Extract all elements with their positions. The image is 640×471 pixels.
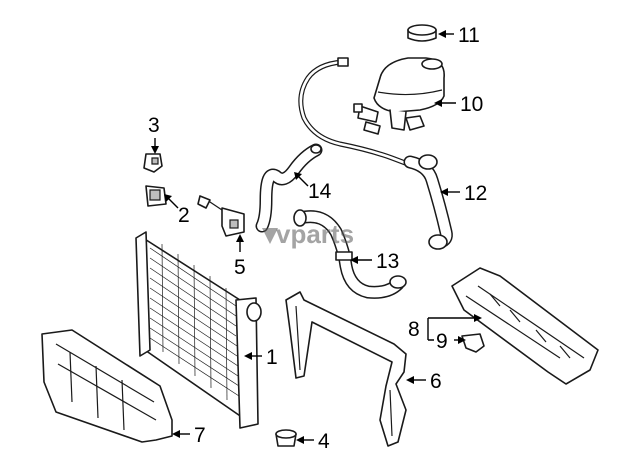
part-cowl-8 xyxy=(451,267,599,385)
callout-2: 2 xyxy=(178,204,190,227)
callout-3: 3 xyxy=(148,114,160,137)
callout-4: 4 xyxy=(318,430,330,453)
part-expansion-tank xyxy=(353,57,445,135)
callout-12: 12 xyxy=(464,182,487,205)
part-grommet-4 xyxy=(275,429,297,447)
part-shroud-6 xyxy=(285,291,407,447)
leaders xyxy=(151,30,482,444)
part-radiator xyxy=(135,231,262,429)
callout-5: 5 xyxy=(234,256,246,279)
part-sensor-5 xyxy=(197,195,245,237)
callout-9: 9 xyxy=(436,330,448,353)
part-hose-13 xyxy=(293,209,407,299)
part-reservoir-cap xyxy=(407,24,437,42)
part-clip-3 xyxy=(143,153,163,173)
callout-7: 7 xyxy=(194,424,206,447)
watermark: vparts xyxy=(262,219,354,249)
callout-10: 10 xyxy=(460,93,483,116)
watermark-text: vparts xyxy=(276,219,354,249)
callout-11: 11 xyxy=(458,24,480,47)
callout-13: 13 xyxy=(376,250,399,273)
callout-8: 8 xyxy=(408,318,420,341)
callout-6: 6 xyxy=(430,370,442,393)
part-mount-2 xyxy=(145,185,167,207)
part-hose-12 xyxy=(403,154,453,250)
part-coolant-line xyxy=(298,57,421,171)
callout-1: 1 xyxy=(266,346,278,369)
part-hose-14 xyxy=(255,143,323,233)
part-bracket-9 xyxy=(461,333,485,353)
callout-labels: 11 10 3 2 14 12 5 13 8 9 1 6 7 4 xyxy=(148,24,487,453)
callout-14: 14 xyxy=(308,180,332,203)
watermark-logo-icon xyxy=(262,228,278,244)
part-air-guide-7 xyxy=(41,329,173,443)
